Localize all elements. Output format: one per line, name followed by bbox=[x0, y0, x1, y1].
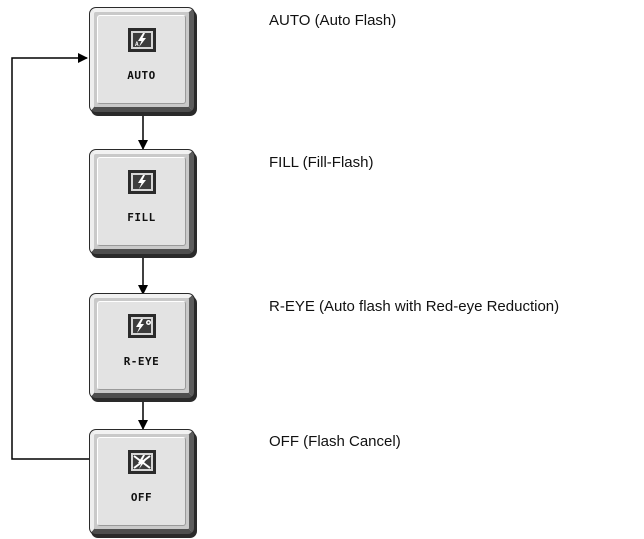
fill-description: FILL (Fill-Flash) bbox=[269, 154, 374, 171]
flash-cancel-icon bbox=[127, 450, 156, 474]
auto-flash-icon: A bbox=[127, 28, 156, 52]
return-loop-arrow bbox=[11, 53, 90, 460]
flash-cancel-button[interactable]: OFF bbox=[90, 430, 194, 534]
red-eye-description: R-EYE (Auto flash with Red-eye Reduction… bbox=[269, 298, 560, 315]
fill-button-label: FILL bbox=[127, 211, 156, 224]
auto-description: AUTO (Auto Flash) bbox=[269, 12, 397, 29]
auto-flash-button[interactable]: A AUTO bbox=[90, 8, 194, 112]
red-eye-flash-button[interactable]: R-EYE bbox=[90, 294, 194, 398]
auto-button-label: AUTO bbox=[127, 69, 156, 82]
fill-flash-icon bbox=[127, 170, 156, 194]
fill-flash-button[interactable]: FILL bbox=[90, 150, 194, 254]
red-eye-button-label: R-EYE bbox=[123, 355, 160, 368]
svg-text:A: A bbox=[135, 41, 139, 48]
red-eye-flash-icon bbox=[127, 314, 156, 338]
off-description: OFF (Flash Cancel) bbox=[269, 433, 401, 450]
off-button-label: OFF bbox=[130, 491, 153, 504]
